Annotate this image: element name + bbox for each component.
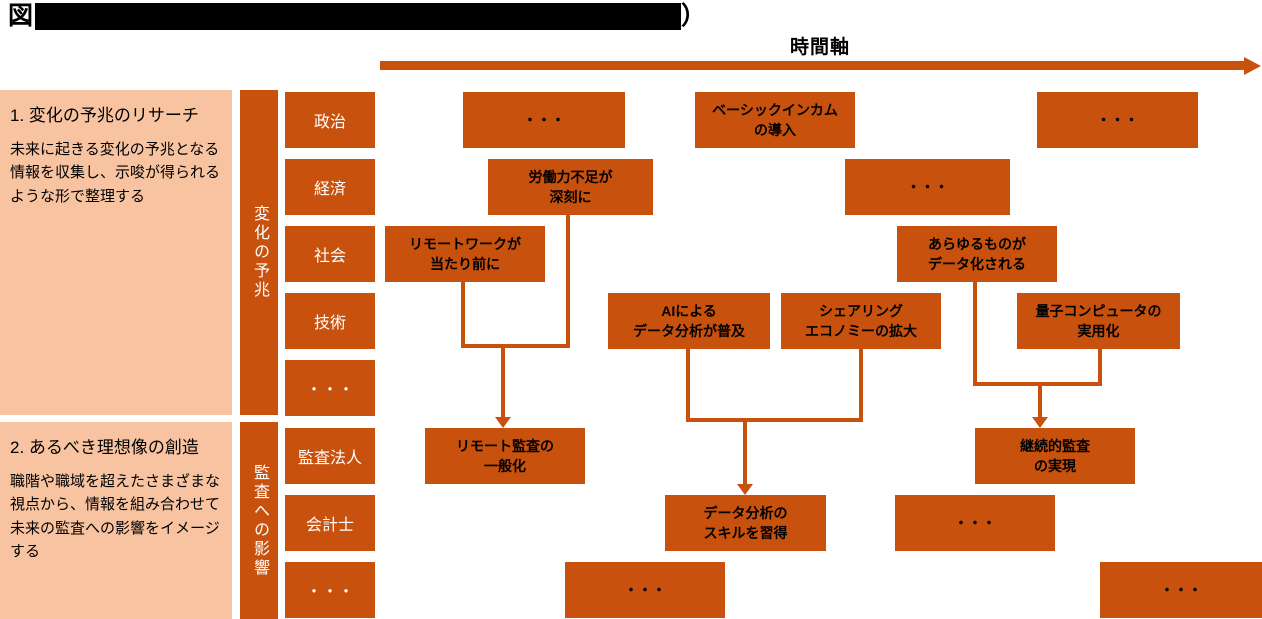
flow-box-politics-1: ・・・	[463, 92, 625, 148]
section-bar-label: 監査への影響	[251, 463, 268, 578]
step2-heading: 2. あるべき理想像の創造	[10, 438, 199, 457]
flow-box-firm-2: 継続的監査 の実現	[975, 428, 1135, 484]
row-label-politics: 政治	[285, 92, 375, 148]
connector-line	[973, 382, 1102, 386]
section-bar-audit-impact: 監査への影響	[240, 422, 278, 619]
connector-arrowhead-icon	[495, 417, 511, 428]
flow-box-economy-2: ・・・	[845, 159, 1010, 215]
connector-line	[859, 349, 863, 422]
flow-box-others-1: ・・・	[565, 562, 725, 618]
time-axis-label: 時間軸	[789, 37, 850, 58]
connector-line	[743, 418, 747, 484]
flow-box-cpa-2: ・・・	[895, 495, 1055, 551]
step2-panel: 2. あるべき理想像の創造 職階や職域を超えたさまざまな視点から、情報を組み合わ…	[0, 422, 232, 619]
row-label-others-top: ・・・	[285, 360, 375, 416]
row-label-economy: 経済	[285, 159, 375, 215]
section-bar-label: 変化の予兆	[251, 205, 268, 300]
flow-box-cpa-1: データ分析の スキルを習得	[665, 495, 826, 551]
figure-title-prefix: 図	[8, 2, 34, 30]
title-redaction-bar	[35, 2, 682, 30]
figure-title-suffix: ）	[681, 2, 707, 30]
time-axis-arrow-line	[380, 61, 1246, 70]
section-bar-signs-of-change: 変化の予兆	[240, 90, 278, 415]
connector-line	[461, 282, 465, 348]
connector-line	[461, 344, 570, 348]
time-axis-arrowhead-icon	[1244, 57, 1261, 75]
flow-box-society-1: リモートワークが 当たり前に	[385, 226, 545, 282]
connector-line	[686, 418, 863, 422]
flow-box-politics-3: ・・・	[1037, 92, 1198, 148]
step1-panel: 1. 変化の予兆のリサーチ 未来に起きる変化の予兆となる情報を収集し、示唆が得ら…	[0, 90, 232, 415]
connector-line	[1098, 349, 1102, 386]
flow-box-politics-2: ベーシックインカム の導入	[695, 92, 855, 148]
connector-line	[1038, 382, 1042, 418]
step2-body: 職階や職域を超えたさまざまな視点から、情報を組み合わせて未来の監査への影響をイメ…	[10, 473, 221, 560]
row-label-society: 社会	[285, 226, 375, 282]
connector-line	[501, 344, 505, 418]
flow-box-tech-2: シェアリング エコノミーの拡大	[781, 293, 941, 349]
flow-box-firm-1: リモート監査の 一般化	[425, 428, 585, 484]
connector-line	[686, 349, 690, 422]
connector-arrowhead-icon	[1032, 417, 1048, 428]
connector-line	[973, 282, 977, 386]
flow-box-tech-1: AIによる データ分析が普及	[608, 293, 770, 349]
row-label-audit-firm: 監査法人	[285, 428, 375, 484]
connector-arrowhead-icon	[737, 484, 753, 495]
flow-box-economy-1: 労働力不足が 深刻に	[488, 159, 653, 215]
flow-box-tech-3: 量子コンピュータの 実用化	[1017, 293, 1180, 349]
row-label-accountant: 会計士	[285, 495, 375, 551]
connector-line	[566, 215, 570, 348]
row-label-others-bottom: ・・・	[285, 562, 375, 618]
flow-box-society-2: あらゆるものが データ化される	[897, 226, 1057, 282]
figure-title: 図 ）	[8, 1, 706, 31]
step1-body: 未来に起きる変化の予兆となる情報を収集し、示唆が得られるような形で整理する	[10, 141, 221, 205]
flow-box-others-2: ・・・	[1100, 562, 1262, 618]
step1-heading: 1. 変化の予兆のリサーチ	[10, 106, 199, 125]
row-label-technology: 技術	[285, 293, 375, 349]
